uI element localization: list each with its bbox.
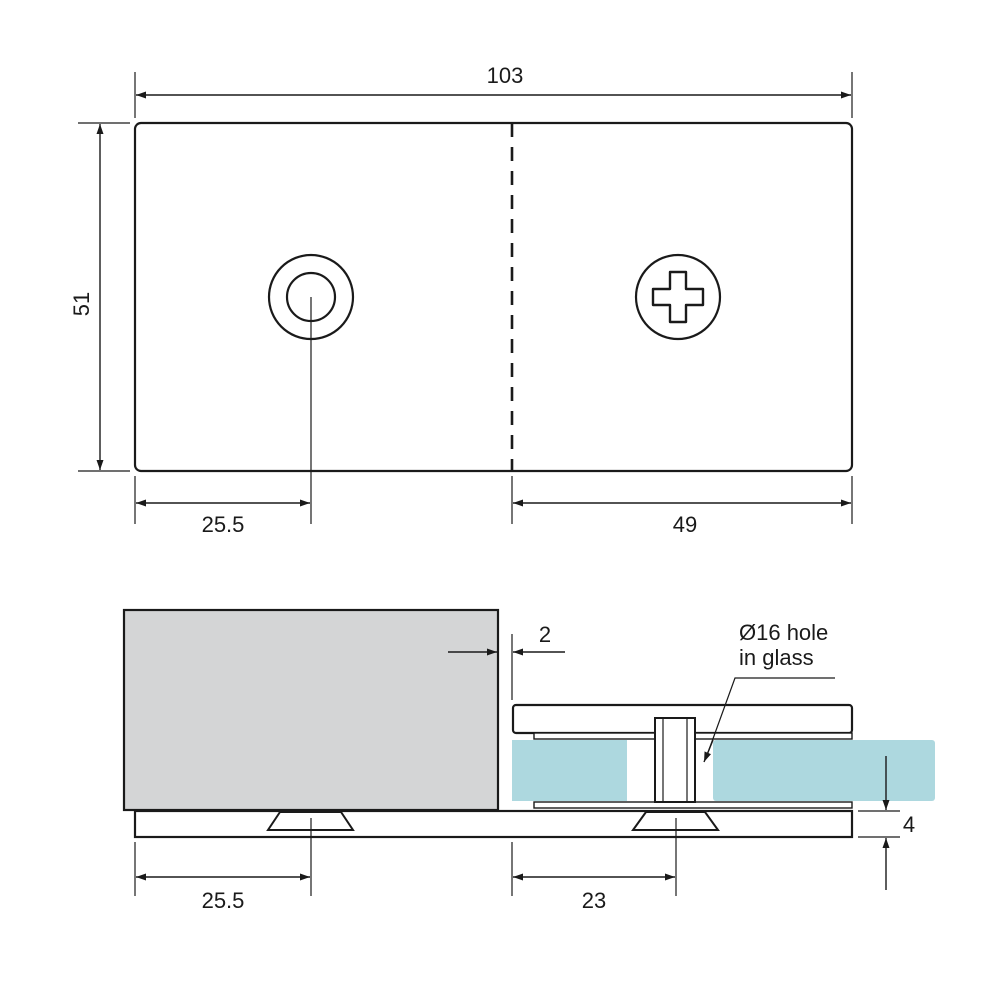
note-line-2: in glass [739,645,814,670]
note-line-1: Ø16 hole [739,620,828,645]
note-leader-arrow [703,739,714,763]
dim-side-left-label: 25.5 [202,888,245,913]
glass-panel-left [512,740,627,801]
side-view: 2 Ø16 hole in glass 4 25.5 23 [122,608,935,913]
top-view: 103 51 25.5 49 [69,63,854,537]
dim-right-part-label: 49 [673,512,697,537]
dim-left-hole-label: 25.5 [202,512,245,537]
dim-height-label: 51 [69,292,94,316]
glass-panel-right [713,740,935,801]
top-plate-outline [133,121,854,473]
dim-thickness-label: 4 [903,812,915,837]
bolt-icon [654,717,696,803]
dim-gap-label: 2 [539,622,551,647]
dim-width-label: 103 [487,63,524,88]
wall-block [122,608,500,812]
phillips-screw-icon [634,253,722,341]
dim-side-right-label: 23 [582,888,606,913]
base-plate [133,809,854,839]
